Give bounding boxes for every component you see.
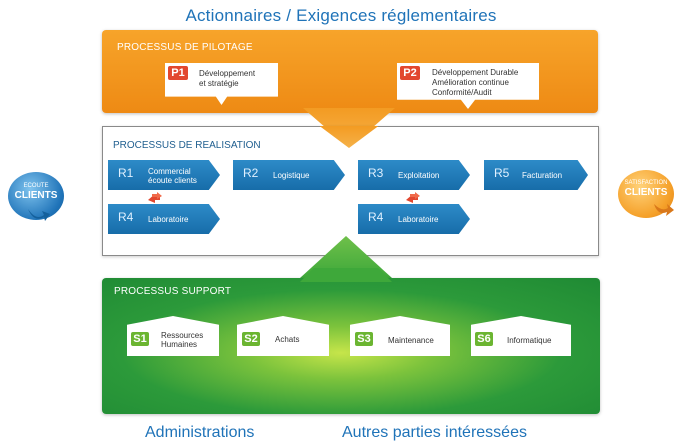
code-r1: R1: [118, 166, 134, 180]
pilotage-p2-line2: Amélioration continue: [432, 78, 509, 87]
pilotage-p1-line1: Développement: [199, 69, 256, 78]
satisfaction-label: SATISFACTION: [624, 180, 668, 186]
process-r1: R1 Commercial écoute clients: [108, 160, 220, 190]
label-r5: Facturation: [522, 171, 563, 180]
process-r4-left: R4 Laboratoire: [108, 204, 220, 234]
badge-s3: S3: [355, 332, 373, 346]
badge-p2: P2: [400, 66, 420, 80]
process-r2: R2 Logistique: [233, 160, 345, 190]
code-r2: R2: [243, 166, 259, 180]
support-s1-line2: Humaines: [161, 340, 198, 349]
label-r2: Logistique: [273, 171, 310, 180]
pilotage-p1-line2: et stratégie: [199, 79, 239, 88]
badge-s2: S2: [242, 332, 260, 346]
ecoute-clients-bubble: ECOUTE CLIENTS: [8, 172, 64, 220]
badge-s1: S1: [131, 332, 149, 346]
flow-arrow-up-base: [300, 268, 392, 282]
label-r1-line2: écoute clients: [148, 176, 197, 185]
pilotage-title: PROCESSUS DE PILOTAGE: [117, 42, 253, 53]
label-r3: Exploitation: [398, 171, 440, 180]
clients-label-right: CLIENTS: [624, 187, 668, 198]
realisation-box: [102, 126, 599, 256]
support-title: PROCESSUS SUPPORT: [114, 286, 232, 297]
support-s1-line1: Ressources: [161, 331, 204, 340]
code-r4-right: R4: [368, 210, 384, 224]
badge-p1: P1: [168, 66, 188, 80]
stakeholders-title: Actionnaires / Exigences réglementaires: [185, 6, 497, 25]
arrow-down-right-icon: [654, 204, 674, 216]
label-r4-left: Laboratoire: [148, 215, 189, 224]
realisation-title: PROCESSUS DE REALISATION: [113, 140, 261, 151]
swap-arrows-icon: [406, 192, 420, 203]
swap-arrows-icon: [148, 192, 162, 203]
label-r4-right: Laboratoire: [398, 215, 439, 224]
process-r5: R5 Facturation: [484, 160, 588, 190]
code-r5: R5: [494, 166, 510, 180]
pilotage-p2-line3: Conformité/Audit: [432, 88, 492, 97]
pilotage-p2-line1: Développement Durable: [432, 68, 519, 77]
support-s2-line1: Achats: [275, 335, 300, 344]
support-s6-line1: Informatique: [507, 336, 552, 345]
ecoute-label: ECOUTE: [23, 183, 49, 189]
process-r3: R3 Exploitation: [358, 160, 470, 190]
process-r4-right: R4 Laboratoire: [358, 204, 470, 234]
label-r1-line1: Commercial: [148, 167, 191, 176]
code-r4-left: R4: [118, 210, 134, 224]
autres-parties-label: Autres parties intéressées: [342, 424, 527, 441]
arrow-right-icon: [28, 209, 50, 221]
clients-label-left: CLIENTS: [14, 190, 58, 201]
administrations-label: Administrations: [145, 424, 255, 441]
code-r3: R3: [368, 166, 384, 180]
support-s3-line1: Maintenance: [388, 336, 434, 345]
badge-s6: S6: [475, 332, 493, 346]
